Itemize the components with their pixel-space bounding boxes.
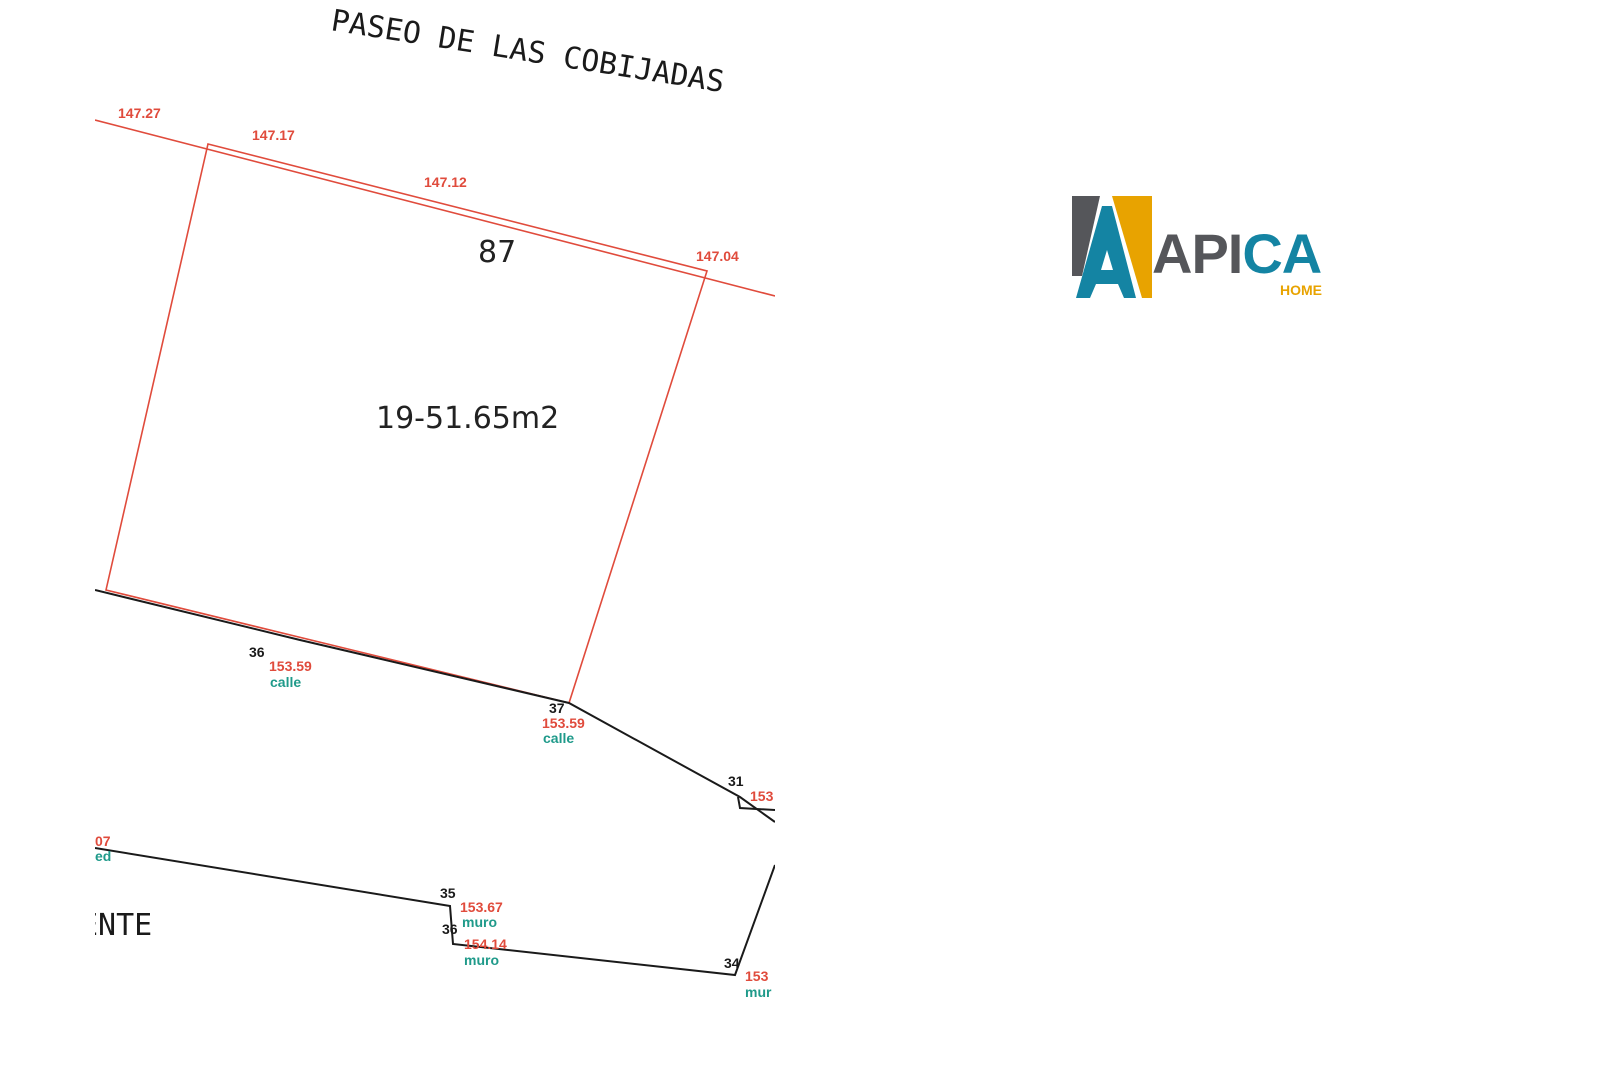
elevation-label: 147.12 [424, 174, 467, 190]
street-name-bottom: ENTE [80, 908, 152, 943]
elevation-label: 147.17 [252, 127, 295, 143]
elevation-label: 153.67 [460, 899, 503, 915]
elevation-label: 07 [95, 833, 111, 849]
elevation-label: 147.04 [696, 248, 739, 264]
lot-number: 87 [478, 235, 516, 270]
point-number: 35 [440, 885, 456, 901]
surface-type-label: mur [745, 984, 772, 1000]
road-edge-line [95, 589, 775, 823]
point-number: 36 [442, 921, 458, 937]
apica-home-logo: APICA HOME [1072, 196, 1342, 306]
point-number: 36 [249, 644, 265, 660]
surface-type-label: calle [270, 674, 301, 690]
point-number: 37 [549, 700, 565, 716]
surface-type-label: muro [464, 952, 499, 968]
eiffel-tower-icon [1072, 196, 1152, 298]
wall-notch [737, 796, 775, 811]
street-boundary-line [95, 119, 775, 297]
point-number: 34 [724, 955, 740, 971]
elevation-label: 154.14 [464, 936, 507, 952]
lower-boundary-line [95, 847, 775, 977]
surface-type-label: ed [95, 848, 111, 864]
surface-type-label: calle [543, 730, 574, 746]
point-number: 31 [728, 773, 744, 789]
elevation-label: 153 [745, 968, 769, 984]
elevation-label: 147.27 [118, 105, 161, 121]
elevation-label: 153.59 [542, 715, 585, 731]
logo-subtitle: HOME [1280, 282, 1322, 298]
logo-wordmark: APICA [1152, 222, 1322, 285]
lot-area: 19-51.65m2 [376, 401, 559, 436]
street-name-label: PASEO DE LAS COBIJADAS [329, 3, 727, 100]
elevation-label: 153.59 [269, 658, 312, 674]
survey-plan: PASEO DE LAS COBIJADAS 87 19-51.65m2 ENT… [80, 3, 775, 1000]
surface-type-label: muro [462, 914, 497, 930]
elevation-label: 153 [750, 788, 774, 804]
